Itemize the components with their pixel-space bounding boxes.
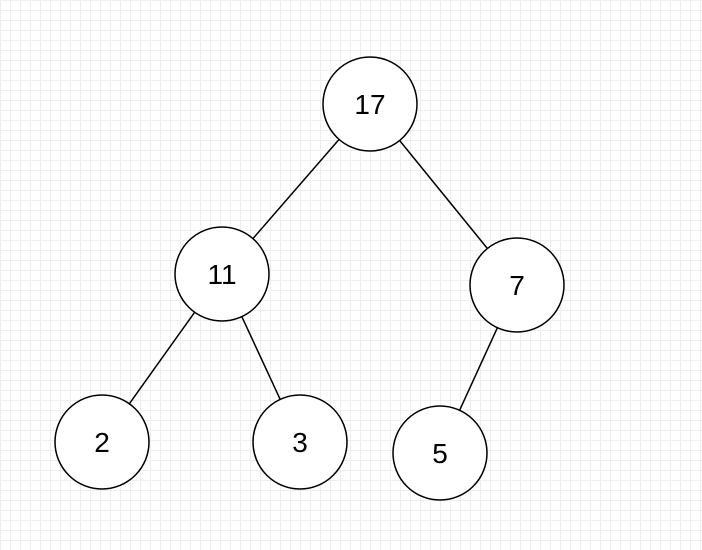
- node-circle: [392, 405, 488, 501]
- tree-node: 17: [322, 56, 418, 152]
- node-circle: [322, 56, 418, 152]
- node-circle: [174, 226, 270, 322]
- tree-node: 2: [54, 394, 150, 490]
- node-label: 5: [432, 438, 448, 469]
- tree-edge: [128, 311, 196, 405]
- tree-edge: [252, 138, 340, 240]
- node-circle: [54, 394, 150, 490]
- node-label: 2: [94, 427, 110, 458]
- node-label: 17: [354, 89, 385, 120]
- tree-edge: [458, 327, 499, 411]
- tree-edge: [241, 316, 281, 400]
- node-circle: [469, 237, 565, 333]
- tree-edge: [399, 140, 488, 249]
- node-circle: [252, 394, 348, 490]
- node-label: 3: [292, 427, 308, 458]
- tree-edges: [128, 138, 499, 411]
- node-label: 7: [509, 270, 525, 301]
- tree-node: 11: [174, 226, 270, 322]
- tree-node: 3: [252, 394, 348, 490]
- node-label: 11: [207, 259, 236, 290]
- tree-node: 7: [469, 237, 565, 333]
- tree-nodes: 17 11 7 2 3 5: [54, 56, 565, 501]
- tree-node: 5: [392, 405, 488, 501]
